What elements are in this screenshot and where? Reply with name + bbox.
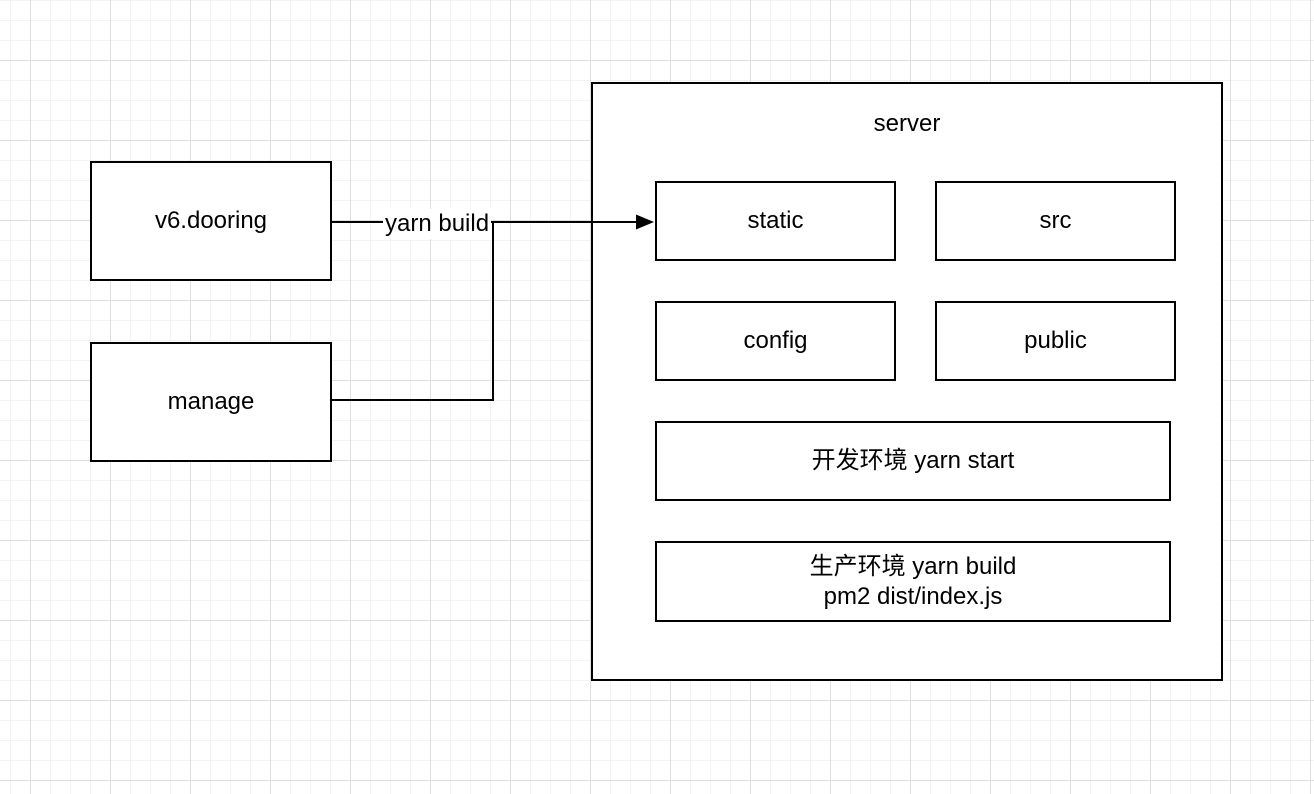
server-group-title: server — [873, 110, 941, 137]
node-manage: manage — [90, 342, 332, 462]
node-prod-env-line2: pm2 dist/index.js — [823, 582, 1003, 610]
node-prod-env-line1: 生产环境 yarn build — [809, 552, 1017, 580]
edge-label-yarn-build: yarn build — [383, 209, 492, 239]
node-dev-env: 开发环境 yarn start — [655, 421, 1171, 501]
node-public: public — [935, 301, 1176, 381]
node-prod-env: 生产环境 yarn build pm2 dist/index.js — [655, 541, 1171, 622]
node-config: config — [655, 301, 896, 381]
node-src: src — [935, 181, 1176, 261]
edge-manage-to-junction — [332, 222, 494, 401]
node-v6-dooring: v6.dooring — [90, 161, 332, 281]
node-static: static — [655, 181, 896, 261]
